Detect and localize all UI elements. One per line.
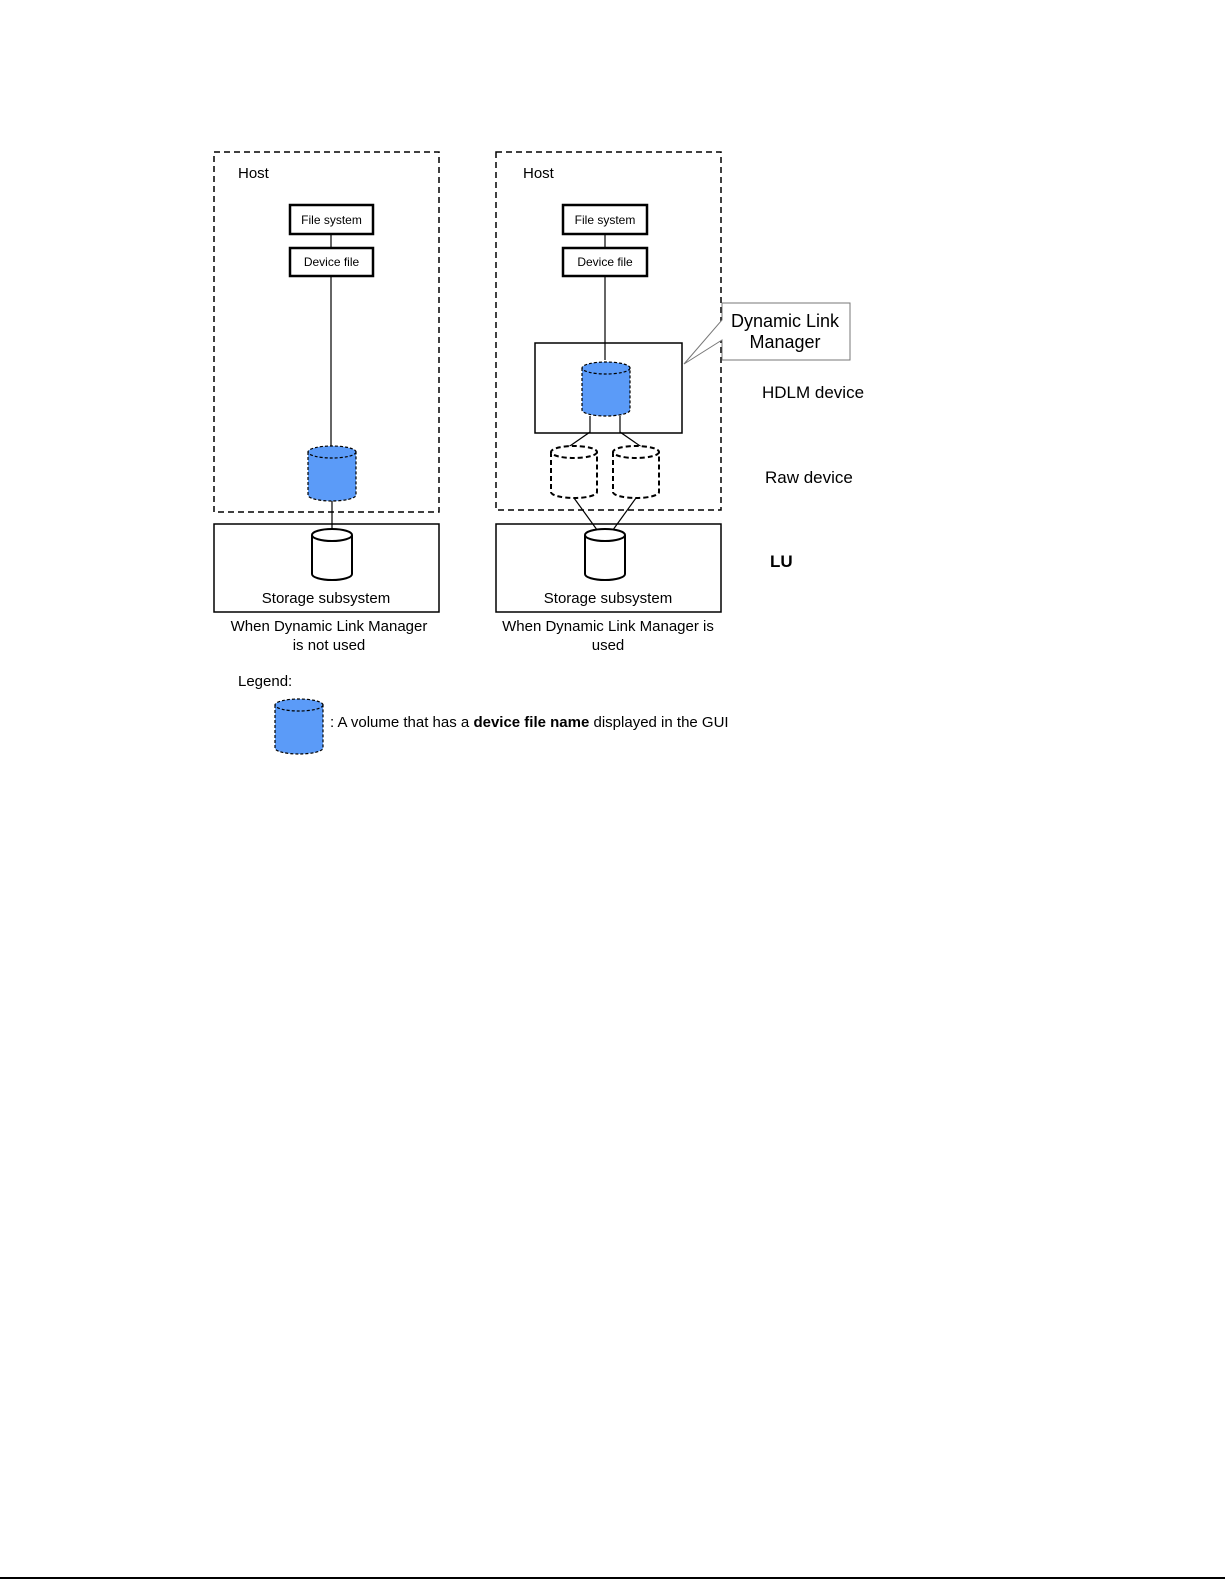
- connector-hdlm-raw-right: [620, 416, 643, 448]
- caption-left-line2: is not used: [293, 637, 366, 654]
- page-bottom-rule: [0, 1577, 1225, 1579]
- storage-label-right: Storage subsystem: [544, 590, 672, 607]
- file-system-label-right: File system: [575, 213, 636, 227]
- raw-device-icon-2: [613, 446, 659, 498]
- dlm-callout-line1: Dynamic Link: [731, 311, 840, 331]
- connector-hdlm-raw-left: [567, 416, 590, 448]
- legend-volume-icon: [275, 699, 323, 754]
- caption-left-line1: When Dynamic Link Manager: [231, 618, 428, 635]
- device-file-label-left: Device file: [304, 255, 360, 269]
- device-file-label-right: Device file: [577, 255, 633, 269]
- legend-prefix: : A volume that has a: [330, 714, 473, 731]
- raw-device-icon-1: [551, 446, 597, 498]
- hdlm-device-label: HDLM device: [762, 383, 864, 402]
- lu-label: LU: [770, 552, 793, 571]
- host-label-left: Host: [238, 165, 270, 182]
- storage-label-left: Storage subsystem: [262, 590, 390, 607]
- legend-bold-term: device file name: [473, 714, 589, 731]
- legend-description: : A volume that has a device file name d…: [330, 714, 729, 731]
- caption-right-line2: used: [592, 637, 625, 654]
- lu-disk-icon-right: [585, 529, 625, 580]
- dlm-callout-line2: Manager: [749, 332, 820, 352]
- volume-icon-left: [308, 446, 356, 501]
- legend-suffix: displayed in the GUI: [589, 714, 728, 731]
- caption-right-line1: When Dynamic Link Manager is: [502, 618, 714, 635]
- raw-device-label: Raw device: [765, 468, 853, 487]
- legend-title: Legend:: [238, 673, 292, 690]
- hdlm-volume-icon: [582, 362, 630, 416]
- host-label-right: Host: [523, 165, 555, 182]
- file-system-label-left: File system: [301, 213, 362, 227]
- lu-disk-icon-left: [312, 529, 352, 580]
